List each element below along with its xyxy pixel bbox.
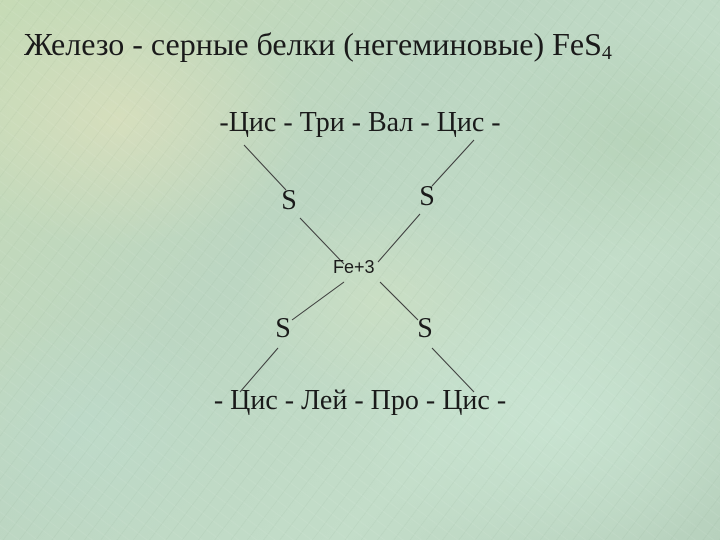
top-peptide-chain: -Цис - Три - Вал - Цис - xyxy=(219,107,501,138)
bond-s-cys-bottom-left xyxy=(239,347,279,393)
slide-title: Железо - серные белки (негеминовые) FeS4 xyxy=(24,24,612,73)
sulfur-bottom-right: S xyxy=(417,313,433,344)
title-main: Железо - серные белки (негеминовые) FeS xyxy=(24,26,602,62)
sulfur-bottom-left: S xyxy=(275,313,291,344)
bond-s-fe-top-right xyxy=(377,213,421,263)
title-subscript: 4 xyxy=(601,42,612,64)
bottom-peptide-chain: - Цис - Лей - Про - Цис - xyxy=(213,385,507,416)
bond-s-fe-top-left xyxy=(299,217,345,265)
bond-cys1-s xyxy=(243,144,287,191)
bond-fe-s-bottom-left xyxy=(291,281,345,321)
bond-s-cys-bottom-right xyxy=(431,347,475,393)
iron-center-label: Fe+3 xyxy=(333,257,375,277)
sulfur-top-left: S xyxy=(281,185,297,216)
bond-fe-s-bottom-right xyxy=(379,281,419,321)
bond-cys4-s xyxy=(431,139,475,187)
sulfur-top-right: S xyxy=(419,181,435,212)
